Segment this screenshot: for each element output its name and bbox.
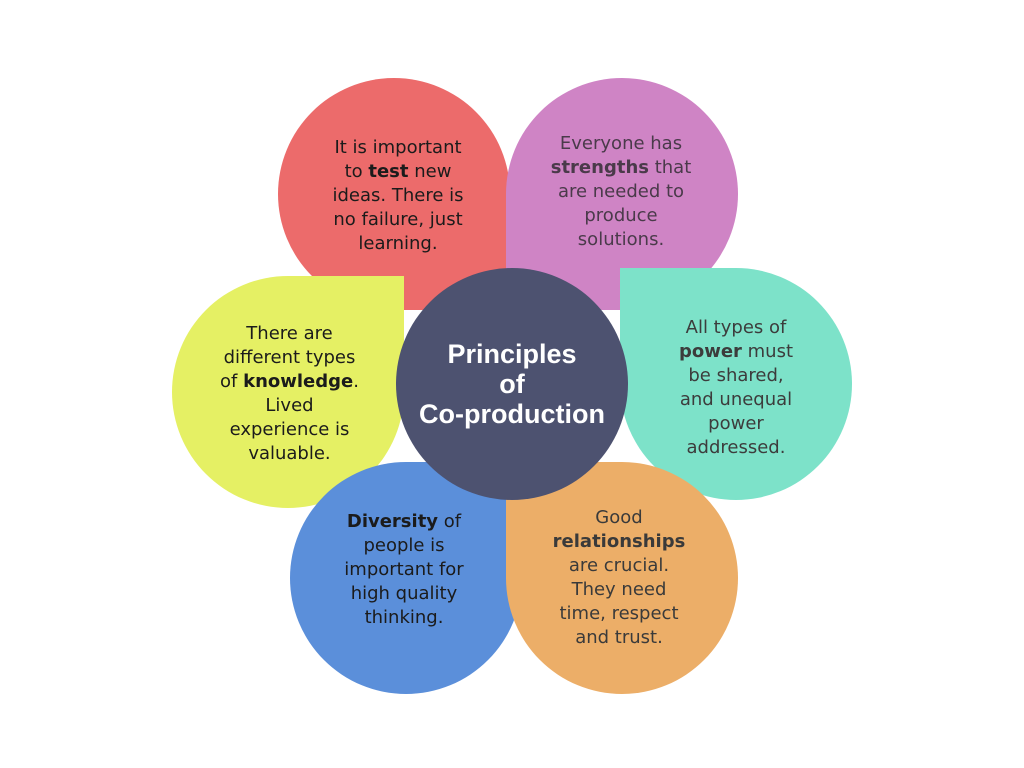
petal-text-segment: are crucial. They need time, respect and… xyxy=(559,555,679,648)
petal-strengths-text: Everyone has strengths that are needed t… xyxy=(526,132,716,252)
keyword-text: strengths xyxy=(550,157,649,178)
petal-text-segment: new ideas. There is no failure, just lea… xyxy=(332,161,464,254)
petal-text-segment: of people is important for high quality … xyxy=(344,511,464,628)
petal-text-segment: Everyone has xyxy=(559,133,683,154)
petal-text-segment: It is important to xyxy=(334,137,462,182)
petal-test-text: It is important to test new ideas. There… xyxy=(308,136,488,256)
keyword-text: test xyxy=(368,161,409,182)
keyword-text: power xyxy=(678,341,742,362)
petal-power: All types of power must be shared, and u… xyxy=(620,268,852,500)
petal-text-segment: All types of xyxy=(685,317,787,338)
center-circle: Principles of Co-production xyxy=(396,268,628,500)
petal-knowledge-text: There are different types of knowledge. … xyxy=(192,322,387,466)
keyword-text: Diversity xyxy=(346,511,439,532)
petal-text-segment: . Lived experience is valuable. xyxy=(229,371,359,464)
petal-diversity: Diversity of people is important for hig… xyxy=(290,462,522,694)
petal-text-segment: that are needed to produce solutions. xyxy=(557,157,692,250)
keyword-text: knowledge xyxy=(243,371,354,392)
petal-text-segment: Good xyxy=(595,507,643,528)
petal-relationships: Good relationships are crucial. They nee… xyxy=(506,462,738,694)
center-title: Principles of Co-production xyxy=(419,339,605,429)
petal-diversity-text: Diversity of people is important for hig… xyxy=(314,510,494,630)
petal-power-text: All types of power must be shared, and u… xyxy=(636,316,836,460)
petal-text-segment: must be shared, and unequal power addres… xyxy=(679,341,794,458)
petal-test-new-ideas: It is important to test new ideas. There… xyxy=(278,78,510,310)
petal-relationships-text: Good relationships are crucial. They nee… xyxy=(524,506,714,650)
keyword-text: relationships xyxy=(552,531,686,552)
petal-text-segment: There are different types of xyxy=(220,323,356,392)
